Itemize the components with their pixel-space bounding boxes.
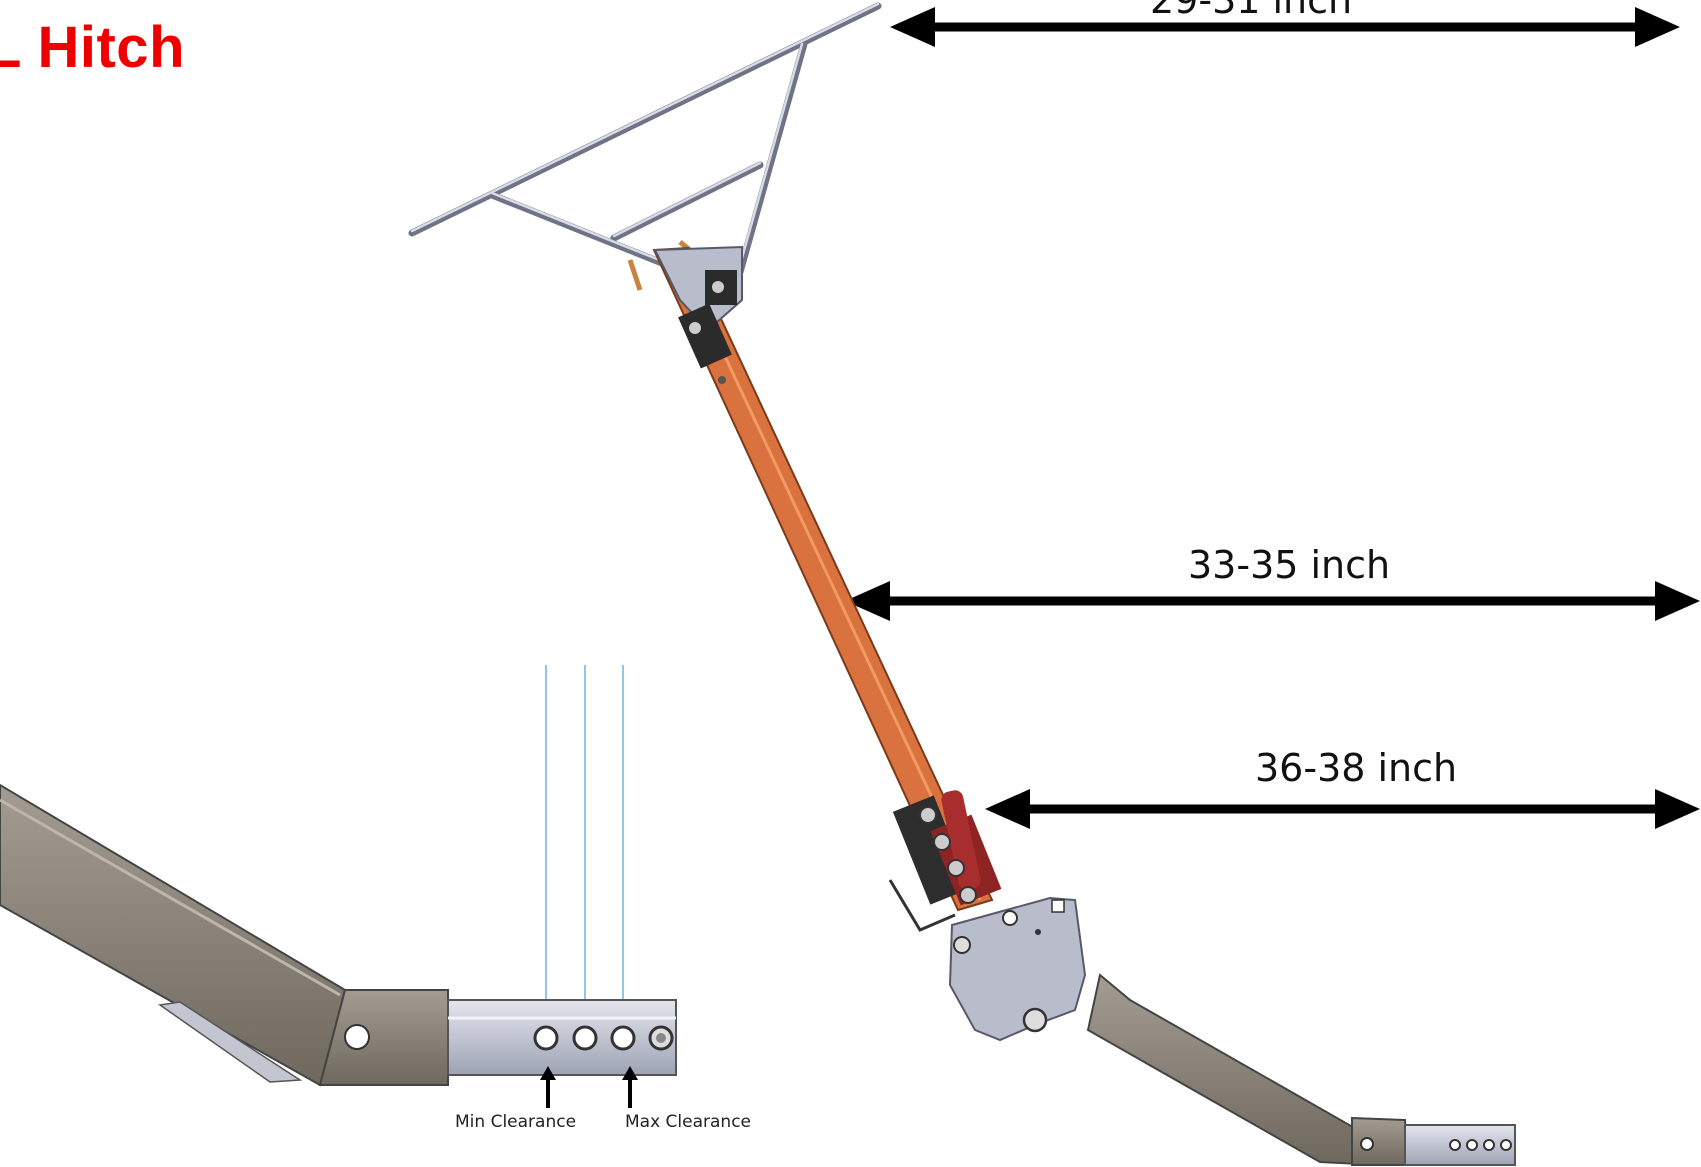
dimension-label-top: 29-31 inch xyxy=(1150,0,1353,22)
dimension-arrow-middle xyxy=(845,581,1700,621)
mount-plate xyxy=(948,896,1087,1042)
top-t-frame-highlight xyxy=(410,2,880,275)
min-clearance-arrow xyxy=(540,1066,556,1108)
dimension-label-middle: 33-35 inch xyxy=(1188,543,1391,587)
max-clearance-label: Max Clearance xyxy=(625,1112,752,1132)
dimension-arrow-top xyxy=(890,7,1680,47)
max-clearance-arrow xyxy=(622,1066,638,1108)
top-t-frame xyxy=(408,2,882,279)
min-clearance-label: Min Clearance xyxy=(455,1112,577,1132)
lower-frame-arm xyxy=(1086,973,1374,1166)
hitch-assembly xyxy=(408,2,1516,1166)
dimension-arrow-bottom xyxy=(985,789,1700,829)
dimension-label-bottom: 36-38 inch xyxy=(1255,746,1458,790)
page-title: L Hitch xyxy=(0,15,185,80)
adjustment-holes xyxy=(533,1025,674,1051)
clearance-detail xyxy=(0,665,677,1108)
